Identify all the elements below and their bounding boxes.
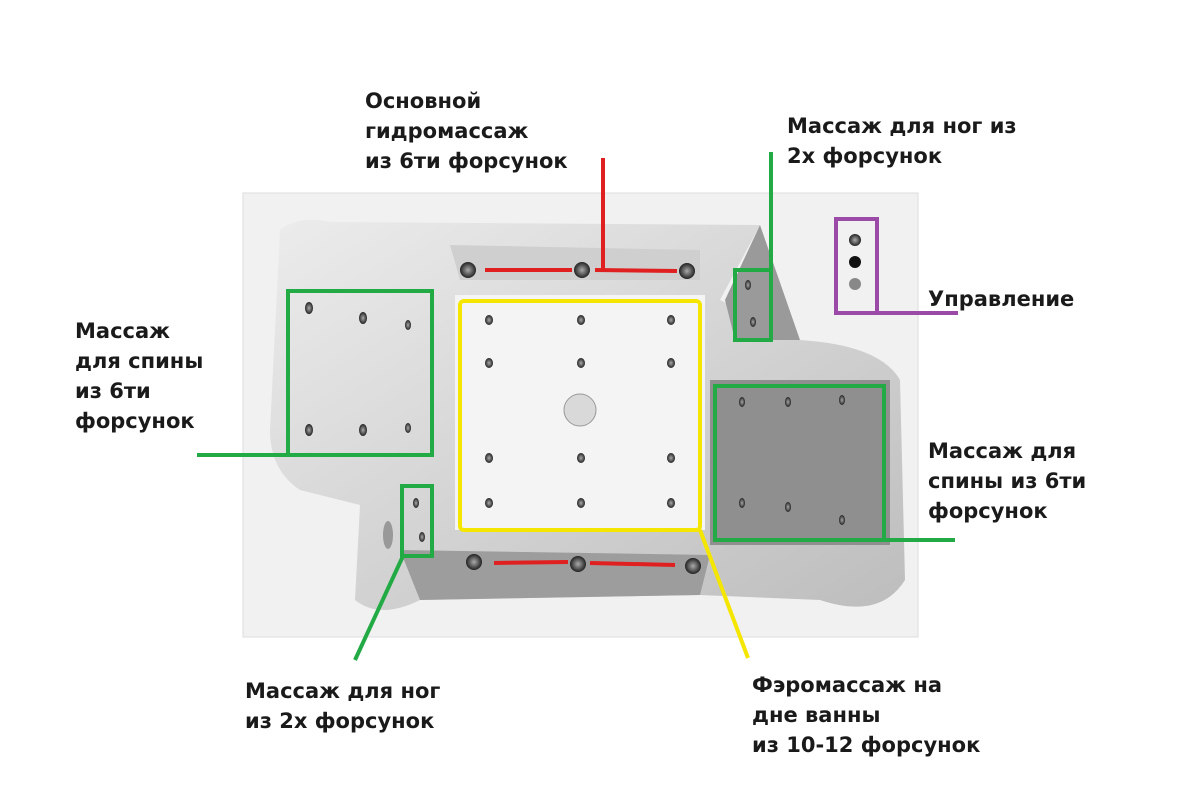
label-line: Массаж для	[928, 439, 1077, 463]
label-line: 2х форсунок	[787, 144, 943, 168]
label-line: спины из 6ти	[928, 469, 1087, 493]
label-line: Основной	[365, 89, 482, 113]
label-line: из 2х форсунок	[245, 709, 435, 733]
label-foot-massage-bottom: Массаж для ног из 2х форсунок	[245, 676, 440, 736]
label-back-massage-right: Массаж для спины из 6ти форсунок	[928, 436, 1086, 526]
control-box	[834, 217, 958, 315]
label-control: Управление	[928, 284, 1074, 314]
label-main-hydromassage: Основной гидромассаж из 6ти форсунок	[365, 86, 568, 176]
label-line: дне ванны	[752, 703, 881, 727]
main-hydro-lines	[485, 158, 678, 567]
label-line: Массаж для ног из	[787, 114, 1017, 138]
label-aero-massage: Фэромассаж на дне ванны из 10-12 форсуно…	[752, 670, 980, 760]
label-line: гидромассаж	[365, 119, 529, 143]
label-line: из 6ти форсунок	[365, 149, 568, 173]
label-line: форсунок	[928, 499, 1048, 523]
jets	[305, 234, 861, 574]
label-line: из 10-12 форсунок	[752, 733, 981, 757]
label-line: Массаж для ног	[245, 679, 441, 703]
label-line: из 6ти	[75, 379, 151, 403]
aero-box	[458, 299, 750, 659]
label-line: Управление	[928, 287, 1075, 311]
label-foot-massage-top: Массаж для ног из 2х форсунок	[787, 111, 1017, 171]
label-line: Фэромассаж на	[752, 673, 943, 697]
label-line: форсунок	[75, 409, 195, 433]
label-line: для спины	[75, 349, 204, 373]
label-line: Массаж	[75, 319, 171, 343]
foot-back-boxes	[197, 152, 955, 661]
label-back-massage-left: Массаж для спины из 6ти форсунок	[75, 316, 203, 436]
